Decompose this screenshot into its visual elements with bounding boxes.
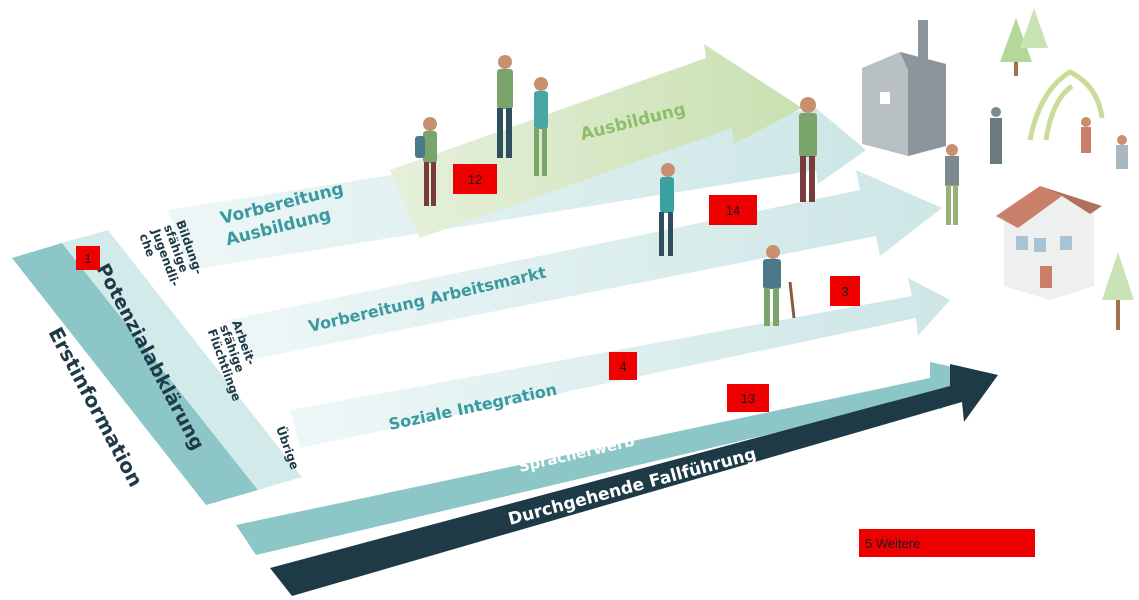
- person-woman-walking: [659, 163, 675, 256]
- tree-icon: [1000, 8, 1134, 330]
- person-student-backpack: [415, 117, 437, 206]
- erstinformation-band: [12, 243, 258, 505]
- badge-1: 1: [76, 246, 100, 270]
- potenzial-band: [62, 230, 302, 490]
- badge-4: 4: [609, 352, 637, 380]
- fallfuehrung-arrow: [270, 364, 998, 596]
- badge-13: 13: [727, 384, 769, 412]
- house-icon: [996, 186, 1102, 300]
- person-man-cap: [497, 55, 513, 158]
- arbeitsmarkt-arrow: [228, 170, 942, 360]
- person-man-green: [799, 97, 817, 202]
- badge-12: 12: [453, 164, 497, 194]
- people-right: [945, 107, 1128, 225]
- factory-icon: [862, 20, 946, 156]
- person-woman: [534, 77, 548, 176]
- badge-5-weitere: 5 Weitere: [859, 529, 1035, 557]
- person-elderly-cane: [763, 245, 796, 326]
- playground-icon: [1027, 69, 1105, 141]
- badge-14: 14: [709, 195, 757, 225]
- spracherwerb-arrow: [236, 362, 976, 555]
- badge-3: 3: [830, 276, 860, 306]
